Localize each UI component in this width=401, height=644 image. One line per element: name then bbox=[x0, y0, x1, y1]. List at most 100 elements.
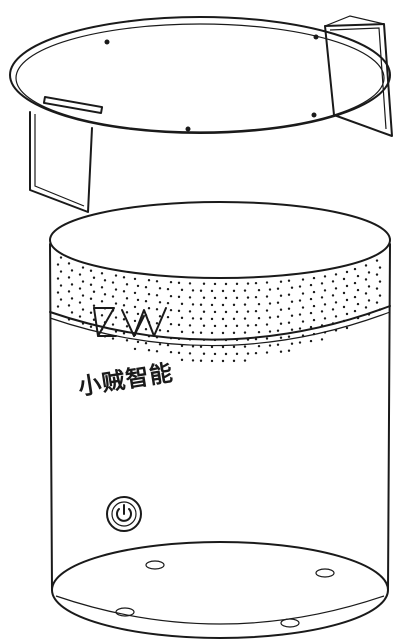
grille-dot bbox=[180, 316, 184, 320]
grille-dot bbox=[191, 345, 195, 348]
grille-dot bbox=[199, 289, 203, 292]
grille-dot bbox=[235, 352, 239, 356]
grille-dot bbox=[235, 282, 239, 286]
grille-dot bbox=[188, 324, 192, 327]
grille-dot bbox=[268, 288, 272, 291]
grille-dot bbox=[342, 291, 346, 295]
bracket-left-tab bbox=[29, 111, 93, 213]
grille-dot bbox=[243, 331, 247, 334]
grille-dot bbox=[312, 290, 316, 294]
grille-dot bbox=[257, 288, 261, 292]
grille-dot bbox=[323, 289, 327, 292]
grille-dot bbox=[125, 311, 129, 314]
grille-dot bbox=[180, 302, 184, 306]
base-foot bbox=[145, 560, 165, 570]
grille-dot bbox=[309, 283, 313, 287]
grille-dot bbox=[100, 314, 104, 317]
logo-mark bbox=[93, 307, 167, 337]
grille-dot bbox=[345, 270, 349, 274]
grille-dot bbox=[81, 322, 85, 325]
grille-dot bbox=[378, 294, 382, 297]
grille-dot bbox=[312, 318, 316, 322]
grille-dot bbox=[81, 266, 85, 269]
grille-dot bbox=[180, 330, 184, 334]
body-base bbox=[51, 541, 389, 639]
grille-dot bbox=[155, 322, 159, 325]
grille-dot bbox=[356, 302, 360, 306]
grille-dot bbox=[122, 332, 126, 335]
grille-dot bbox=[342, 305, 346, 309]
grille-dot bbox=[367, 271, 371, 274]
grille-dot bbox=[202, 324, 206, 327]
grille-dot bbox=[199, 317, 203, 320]
grille-dot bbox=[111, 281, 115, 284]
grille-dot bbox=[67, 276, 71, 279]
grille-dot bbox=[147, 349, 151, 352]
grille-dot bbox=[301, 306, 305, 309]
grille-dot bbox=[70, 311, 74, 314]
grille-dot bbox=[144, 286, 148, 289]
grille-dot bbox=[265, 295, 269, 298]
grille-dot bbox=[210, 303, 214, 307]
grille-dot bbox=[221, 331, 225, 335]
grille-dot bbox=[243, 303, 247, 306]
grille-dot bbox=[375, 301, 379, 304]
grille-dot bbox=[257, 316, 261, 320]
grille-dot bbox=[353, 295, 357, 299]
grille-dot bbox=[202, 282, 206, 285]
grille-dot bbox=[155, 336, 159, 339]
grille-dot bbox=[103, 293, 107, 296]
grille-dot bbox=[125, 325, 129, 328]
grille-dot bbox=[287, 279, 291, 282]
grille-dot bbox=[331, 280, 335, 283]
grille-dot bbox=[287, 321, 291, 324]
grille-dot bbox=[224, 296, 228, 300]
grille-dot bbox=[122, 304, 126, 307]
grille-dot bbox=[364, 306, 368, 309]
grille-dot bbox=[125, 283, 129, 286]
base-foot bbox=[115, 607, 135, 617]
grille-dot bbox=[375, 287, 379, 290]
grille-dot bbox=[367, 299, 371, 302]
grille-dot bbox=[213, 310, 217, 314]
grille-dot bbox=[92, 276, 96, 279]
grille-dot bbox=[114, 302, 118, 305]
grille-dot bbox=[111, 337, 115, 340]
grille-dot bbox=[312, 304, 316, 308]
grille-dot bbox=[111, 323, 115, 326]
grille-dot bbox=[334, 315, 338, 318]
grille-dot bbox=[155, 350, 159, 353]
grille-dot bbox=[301, 278, 305, 281]
grille-dot bbox=[301, 334, 305, 337]
grille-dot bbox=[257, 344, 261, 348]
grille-dot bbox=[221, 303, 225, 307]
grille-dot bbox=[169, 322, 173, 326]
grille-dot bbox=[199, 359, 203, 362]
grille-dot bbox=[342, 277, 346, 281]
grille-dot bbox=[320, 296, 324, 299]
grille-dot bbox=[67, 262, 71, 265]
grille-dot bbox=[78, 301, 82, 304]
grille-dot bbox=[122, 318, 126, 321]
grille-dot bbox=[169, 336, 173, 340]
grille-dot bbox=[309, 311, 313, 315]
grille-dot bbox=[232, 359, 236, 363]
base-foot bbox=[280, 618, 300, 628]
grille-dot bbox=[320, 338, 324, 341]
grille-dot bbox=[254, 309, 258, 313]
grille-dot bbox=[59, 256, 63, 259]
grille-dot bbox=[290, 300, 294, 303]
grille-dot bbox=[279, 280, 283, 283]
speaker-band-edge bbox=[49, 305, 391, 341]
base-foot bbox=[315, 568, 335, 578]
grille-dot bbox=[125, 339, 129, 342]
grille-dot bbox=[290, 314, 294, 317]
grille-dot bbox=[188, 338, 192, 341]
grille-dot bbox=[180, 358, 184, 362]
grille-dot bbox=[367, 285, 371, 288]
grille-dot bbox=[81, 308, 85, 311]
grille-dot bbox=[323, 317, 327, 320]
power-icon[interactable] bbox=[106, 496, 142, 532]
grille-dot bbox=[202, 352, 206, 355]
